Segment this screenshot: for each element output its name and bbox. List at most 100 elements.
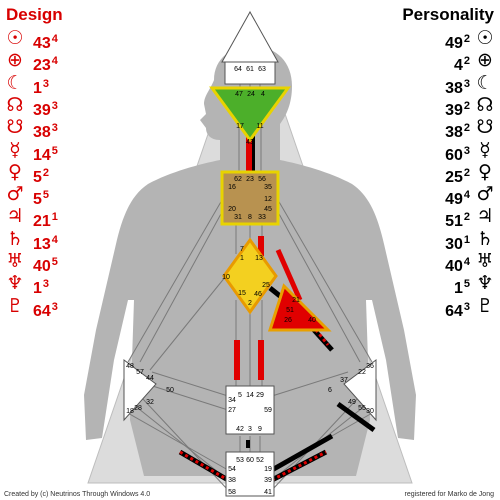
gate-47-label: 47 bbox=[235, 91, 243, 98]
line-number: 4 bbox=[463, 189, 470, 202]
design-gate-value: 134 bbox=[33, 230, 58, 255]
personality-row-neptune: ♆15 bbox=[420, 273, 500, 297]
gate-51-label: 51 bbox=[286, 307, 294, 314]
personality-gate-value: 301 bbox=[445, 230, 470, 255]
gate-number: 51 bbox=[445, 213, 463, 231]
footer-credit: Created by (c) Neutrinos Through Windows… bbox=[4, 491, 151, 498]
line-number: 2 bbox=[463, 166, 470, 179]
gate-4-label: 4 bbox=[261, 91, 265, 98]
gate-60-label: 60 bbox=[246, 457, 254, 464]
personality-row-earth: ⊕ 42 bbox=[420, 49, 500, 76]
spleen-center bbox=[123, 359, 157, 422]
gate-number: 25 bbox=[445, 168, 463, 186]
neptune-icon: ♆ bbox=[6, 272, 24, 295]
design-gate-value: 52 bbox=[33, 163, 49, 188]
gate-63-label: 63 bbox=[258, 66, 266, 73]
gate-number: 43 bbox=[33, 35, 51, 52]
gate-15-label: 15 bbox=[238, 290, 246, 297]
gate-44-label: 44 bbox=[146, 375, 154, 382]
earth-icon: ⊕ bbox=[7, 49, 23, 72]
personality-gate-value: 392 bbox=[445, 96, 470, 121]
line-number: 3 bbox=[463, 77, 470, 90]
gate-61-label: 61 bbox=[246, 66, 254, 73]
line-number: 5 bbox=[51, 144, 58, 157]
line-number: 4 bbox=[51, 55, 58, 68]
gate-58-label: 58 bbox=[228, 489, 236, 496]
sun-icon: ☉ bbox=[476, 27, 494, 49]
line-number: 4 bbox=[51, 33, 58, 45]
channel-41-30-design bbox=[271, 450, 327, 482]
gate-55-label: 55 bbox=[358, 405, 366, 412]
gate-56-label: 56 bbox=[258, 176, 266, 183]
gate-number: 40 bbox=[445, 258, 463, 275]
channel-43-23-personality bbox=[252, 128, 255, 175]
gate-43-label: 43 bbox=[246, 139, 254, 146]
design-gate-value: 145 bbox=[33, 141, 58, 166]
channel-43-23 bbox=[246, 128, 252, 175]
gate-number: 38 bbox=[445, 124, 463, 142]
throat-center bbox=[220, 170, 280, 226]
gate-number: 1 bbox=[33, 79, 42, 97]
mars-icon: ♂ bbox=[6, 183, 24, 206]
design-gate-value: 643 bbox=[33, 297, 58, 322]
personality-gate-value: 404 bbox=[445, 252, 470, 277]
gate-number: 64 bbox=[33, 302, 51, 320]
gate-11-label: 11 bbox=[256, 123, 263, 130]
gate-number: 30 bbox=[445, 235, 463, 253]
mercury-icon: ☿ bbox=[9, 138, 21, 161]
venus-icon: ♀ bbox=[8, 160, 22, 183]
sun-icon: ☉ bbox=[6, 27, 24, 49]
personality-gate-value: 643 bbox=[445, 297, 470, 322]
gate-number: 64 bbox=[445, 302, 463, 320]
personality-gate-value: 42 bbox=[454, 51, 470, 76]
design-row-moon: ☾13 bbox=[0, 73, 80, 97]
south-node-icon: ☋ bbox=[6, 116, 24, 139]
solar-plexus-center bbox=[343, 359, 377, 422]
gate-29-label: 29 bbox=[256, 392, 264, 399]
personality-row-uranus: ♅404 bbox=[420, 251, 500, 277]
gate-16-label: 16 bbox=[228, 184, 236, 191]
line-number: 5 bbox=[42, 189, 50, 202]
personality-row-mercury: ☿603 bbox=[420, 140, 500, 164]
gate-9-label: 9 bbox=[258, 426, 262, 433]
line-number: 3 bbox=[51, 99, 58, 112]
gate-number: 14 bbox=[33, 146, 51, 164]
design-gate-value: 13 bbox=[33, 274, 49, 299]
line-number: 3 bbox=[463, 300, 470, 313]
design-row-venus: ♀ 52 bbox=[0, 160, 80, 188]
gate-31-label: 31 bbox=[234, 214, 242, 221]
personality-gate-value: 383 bbox=[445, 74, 470, 99]
design-row-neptune: ♆ 13 bbox=[0, 272, 80, 299]
line-number: 1 bbox=[463, 233, 470, 246]
design-row-jupiter: ♃211 bbox=[0, 206, 80, 230]
gate-28-label: 28 bbox=[134, 405, 142, 412]
personality-row-mars: ♂494 bbox=[420, 184, 500, 208]
uranus-icon: ♅ bbox=[6, 250, 24, 272]
design-gate-value: 234 bbox=[33, 51, 58, 76]
personality-title: Personality bbox=[402, 5, 494, 24]
channel-58-18 bbox=[178, 449, 230, 483]
gate-number: 38 bbox=[33, 124, 51, 142]
gate-62-label: 62 bbox=[234, 176, 242, 183]
personality-row-jupiter: ♃512 bbox=[420, 206, 500, 231]
gate-number: 5 bbox=[33, 168, 42, 186]
line-number: 2 bbox=[463, 99, 470, 112]
gate-number: 38 bbox=[445, 79, 463, 97]
gate-number: 23 bbox=[33, 57, 51, 75]
design-row-uranus: ♅405 bbox=[0, 250, 80, 275]
gate-17-label: 17 bbox=[236, 123, 244, 130]
head-center bbox=[224, 61, 276, 85]
line-number: 3 bbox=[463, 144, 470, 157]
design-gate-value: 393 bbox=[33, 96, 58, 121]
line-number: 4 bbox=[51, 233, 58, 246]
heart-center bbox=[267, 283, 332, 332]
design-row-mercury: ☿ 145 bbox=[0, 138, 80, 166]
gate-64-label: 64 bbox=[234, 66, 242, 73]
channel-49-19 bbox=[336, 401, 376, 433]
design-gate-value: 55 bbox=[33, 185, 49, 210]
earth-icon: ⊕ bbox=[477, 49, 493, 72]
gate-23-label: 23 bbox=[246, 176, 254, 183]
gate-2-label: 2 bbox=[248, 300, 252, 307]
